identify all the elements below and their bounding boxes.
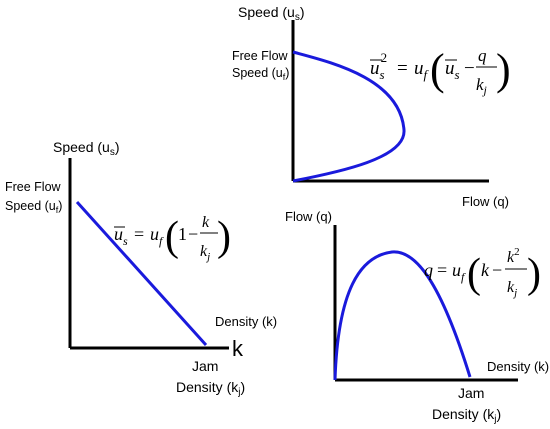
svg-text:−: − (492, 260, 502, 280)
speed-density-y-label: Speed (us) (53, 139, 120, 158)
speed-flow-x-label: Flow (q) (462, 194, 509, 209)
svg-text:k: k (202, 214, 210, 231)
svg-text:us: us (445, 58, 460, 82)
svg-text:): ) (527, 251, 541, 297)
speed-flow-chart: Speed (us) Free Flow Speed (uf) Flow (q)… (232, 4, 511, 209)
svg-text:−: − (188, 224, 198, 244)
svg-text:): ) (496, 45, 511, 94)
svg-text:kj: kj (200, 243, 210, 263)
svg-text:kj: kj (507, 279, 517, 299)
svg-text:k: k (481, 260, 490, 280)
speed-density-x-label: Density (k) (215, 314, 277, 329)
flow-density-curve (333, 250, 472, 381)
svg-text:=: = (437, 260, 447, 280)
speed-flow-equation: us2 = uf ( us − q kj ) (370, 45, 511, 97)
speed-density-free-flow-speed-label: Speed (uf) (5, 199, 62, 215)
svg-text:k2: k2 (507, 246, 520, 266)
speed-flow-curve (292, 50, 406, 183)
svg-text:=: = (134, 224, 144, 244)
speed-density-free-flow-label: Free Flow (5, 180, 62, 194)
svg-text:us2: us2 (370, 50, 387, 82)
svg-text:q: q (424, 260, 433, 280)
svg-text:kj: kj (476, 75, 488, 97)
svg-text:): ) (217, 214, 231, 260)
flow-density-equation: q = uf ( k − k2 kj ) (424, 246, 541, 299)
speed-density-chart: Speed (us) Free Flow Speed (uf) Density … (5, 139, 277, 398)
svg-text:us: us (114, 224, 128, 248)
svg-text:uf: uf (150, 224, 164, 248)
speed-flow-free-flow-label: Free Flow (232, 49, 289, 63)
speed-density-line (75, 200, 208, 347)
svg-text:−: − (464, 58, 475, 79)
speed-density-axis-k: k (232, 336, 244, 361)
svg-text:uf: uf (414, 58, 430, 82)
speed-flow-free-flow-speed-label: Speed (uf) (232, 66, 289, 82)
svg-text:1: 1 (178, 224, 187, 244)
svg-text:(: ( (165, 214, 179, 260)
flow-density-jam-label: Jam (458, 385, 484, 401)
flow-density-y-label: Flow (q) (285, 209, 332, 224)
svg-text:(: ( (467, 251, 481, 297)
svg-text:q: q (478, 46, 487, 65)
svg-text:=: = (397, 58, 408, 79)
speed-density-equation: us = uf ( 1 − k kj ) (114, 214, 231, 263)
flow-density-jam-density-label: Density (kj) (432, 406, 501, 425)
svg-text:uf: uf (452, 260, 466, 284)
flow-density-x-label: Density (k) (487, 359, 549, 374)
svg-text:(: ( (430, 45, 445, 94)
speed-density-jam-density-label: Density (kj) (176, 379, 245, 398)
flow-density-chart: Flow (q) Density (k) Jam Density (kj) q … (285, 209, 549, 425)
speed-density-jam-label: Jam (192, 358, 218, 374)
speed-flow-y-label: Speed (us) (238, 4, 305, 23)
